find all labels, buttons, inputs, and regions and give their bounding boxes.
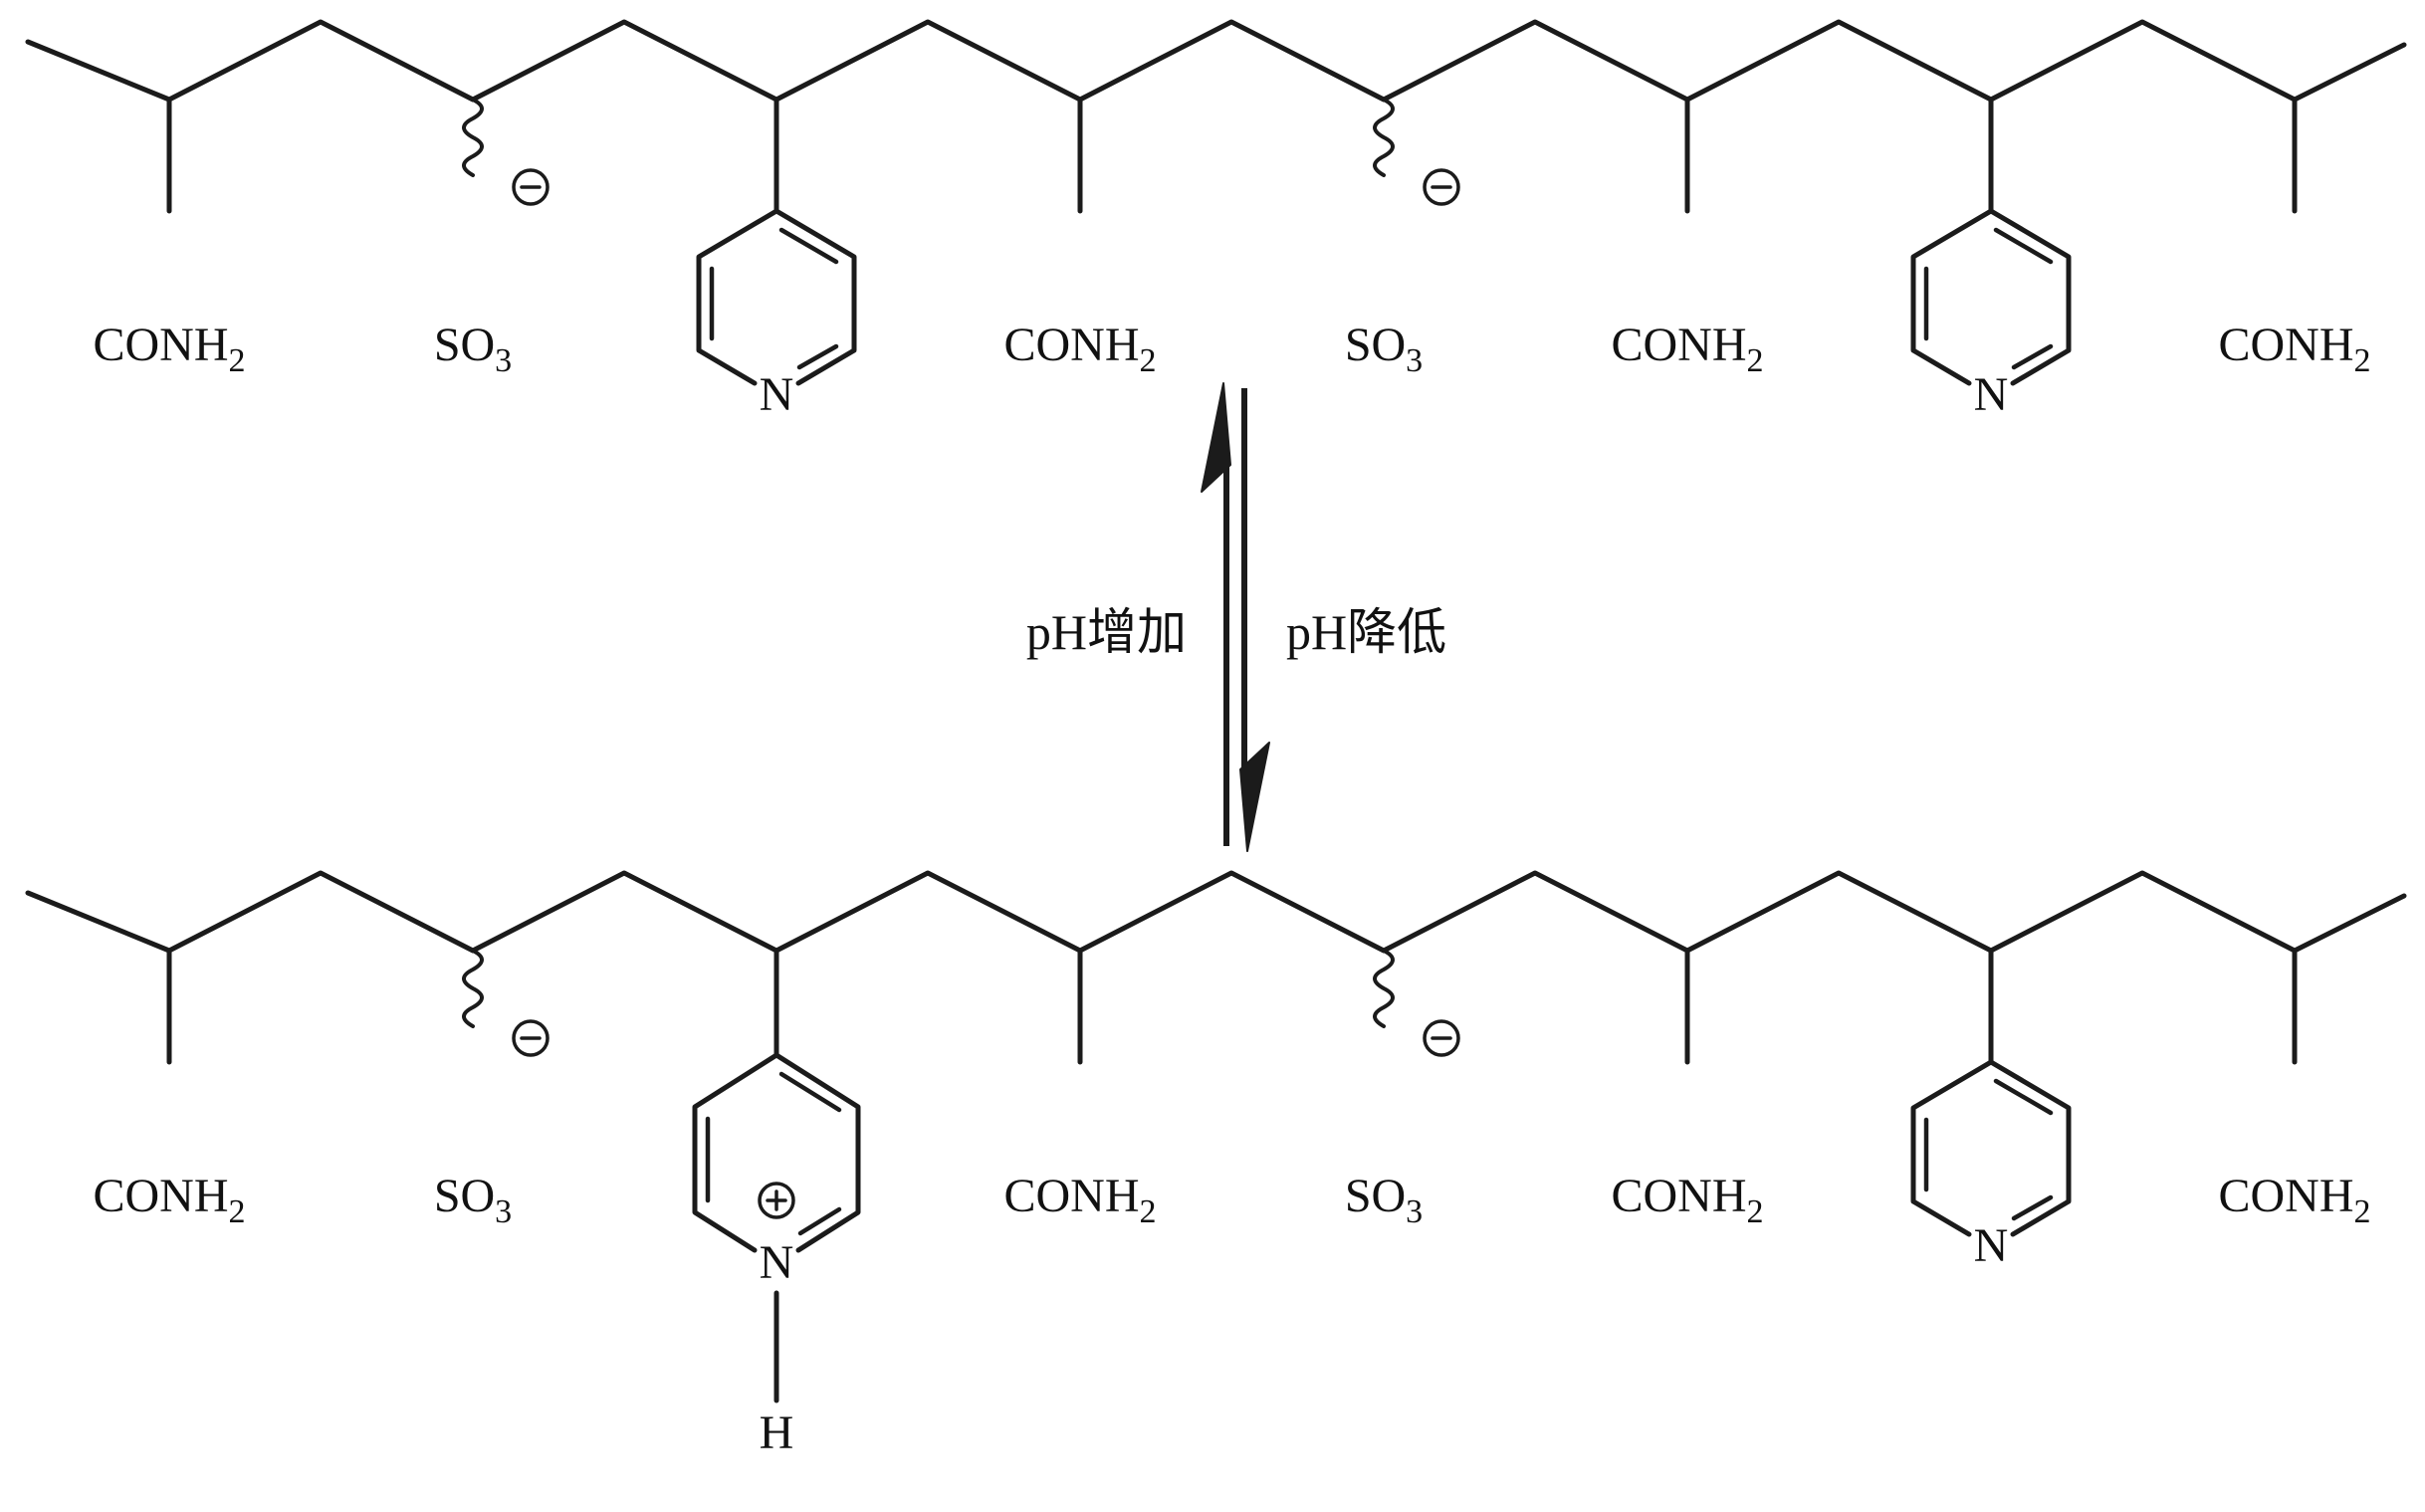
sulfonate-group-2-bottom	[1342, 949, 1460, 1232]
pyridine-group-1-top	[699, 100, 854, 421]
amide-group-3-bottom	[1611, 951, 1763, 1230]
amide-group-1-bottom	[93, 951, 245, 1230]
up-arrowhead	[1201, 382, 1231, 493]
amide-group-4-top	[2218, 100, 2370, 379]
polymer-chain-bottom-protonated	[25, 870, 2407, 1459]
backbone-top	[25, 19, 2407, 103]
amide-group-4-bottom	[2218, 951, 2370, 1230]
amide-group-2-top	[1003, 100, 1156, 379]
sulfonate-group-2-top	[1342, 98, 1460, 381]
amide-group-1-top	[93, 100, 245, 379]
sulfonate-group-1-top	[431, 98, 550, 381]
backbone-bottom	[25, 870, 2407, 954]
ph-increase-label: pH增加	[1026, 604, 1187, 660]
pyridine-group-2-bottom	[1913, 951, 2069, 1272]
down-arrowhead	[1239, 742, 1270, 852]
pyridine-group-2-top	[1913, 100, 2069, 421]
amide-group-2-bottom	[1003, 951, 1156, 1230]
equilibrium-arrow: pH增加 pH降低	[1026, 382, 1446, 852]
polymer-chain-top-deprotonated	[25, 19, 2407, 421]
amide-group-3-top	[1611, 100, 1763, 379]
pyridinium-group-bottom	[695, 951, 858, 1459]
sulfonate-group-1-bottom	[431, 949, 550, 1232]
ph-decrease-label: pH降低	[1286, 604, 1446, 660]
